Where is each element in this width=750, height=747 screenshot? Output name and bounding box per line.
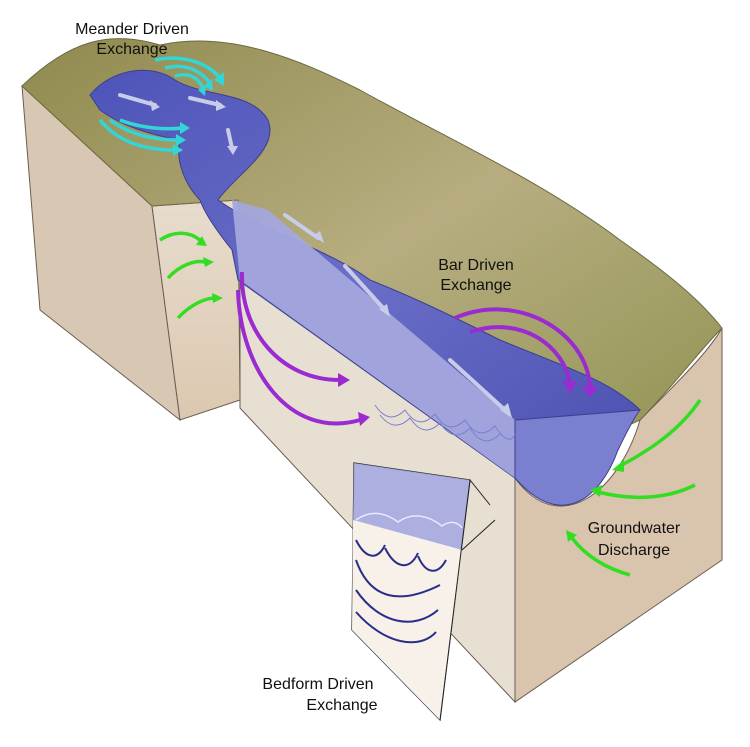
flow-arrow <box>118 93 157 107</box>
groundwater-arrowheads-left <box>196 236 223 303</box>
water-cross-section <box>232 200 515 478</box>
bar-arrowhead <box>562 381 577 393</box>
bar-label-line2: Exchange <box>440 277 511 294</box>
groundwater-arrow <box>159 231 202 242</box>
flow-arrow <box>448 358 507 412</box>
bar-arrow <box>454 307 592 391</box>
bar-arrowheads <box>338 373 598 426</box>
groundwater-arrowhead <box>203 257 214 267</box>
groundwater-arrowhead <box>212 293 223 303</box>
flow-arrow <box>188 96 222 107</box>
meander-label-line2: Exchange <box>96 41 167 58</box>
meander-arrow <box>154 56 222 80</box>
flow-arrow <box>343 264 387 312</box>
groundwater-arrows-left <box>159 231 216 320</box>
bar-arrow <box>239 271 341 382</box>
groundwater-arrow <box>619 399 702 468</box>
meander-arrowhead <box>176 134 186 146</box>
meander-arrow <box>174 73 205 89</box>
flow-arrowhead <box>150 100 160 111</box>
bar-arrowhead <box>582 386 598 398</box>
groundwater-arrowheads-right <box>566 460 624 542</box>
inset-connector <box>461 519 496 551</box>
bar-arrowhead <box>358 412 370 426</box>
inset-connector <box>439 479 471 721</box>
groundwater-arrowhead <box>612 460 624 472</box>
meander-arrowhead <box>214 72 224 86</box>
stream-flow-arrows <box>118 93 507 412</box>
groundwater-arrowhead <box>590 485 602 497</box>
groundwater-arrow <box>166 259 206 280</box>
bedform-inset <box>351 462 496 722</box>
meander-arrowhead <box>180 122 190 134</box>
meander-arrowhead <box>198 85 206 96</box>
meander-arrow <box>108 118 179 142</box>
bar-label-line1: Bar Driven <box>438 257 514 274</box>
bedform-ripples <box>374 404 516 442</box>
flow-arrowhead <box>379 304 390 317</box>
groundwater-label-line1: Groundwater <box>588 520 681 537</box>
groundwater-arrows-right <box>570 399 702 577</box>
inset-connector <box>469 479 491 506</box>
stream-flow-arrowheads <box>150 100 512 418</box>
meander-arrow <box>98 118 176 152</box>
meander-arrow <box>164 64 212 85</box>
groundwater-arrow <box>176 296 216 320</box>
inset-flowpaths <box>355 539 447 644</box>
bar-arrow <box>469 325 572 386</box>
bedform-label-line2: Exchange <box>306 697 377 714</box>
flow-arrowhead <box>227 146 238 155</box>
channel-cross-section-end <box>514 409 642 506</box>
flow-arrow <box>283 213 320 240</box>
meander-arrowheads <box>173 72 224 156</box>
river-surface <box>89 69 641 479</box>
bar-arrow <box>236 289 361 426</box>
bar-arrowhead <box>338 373 350 387</box>
groundwater-arrow <box>570 536 631 577</box>
inset-surface-ripples <box>355 512 463 529</box>
bedform-label-line1: Bedform Driven <box>262 676 373 693</box>
flow-arrowhead <box>500 403 512 418</box>
bar-exchange-arrows <box>236 271 592 426</box>
meander-exchange-arrows <box>98 56 222 152</box>
groundwater-arrowhead <box>566 530 577 542</box>
groundwater-arrow <box>597 483 696 500</box>
groundwater-arrowhead <box>196 236 207 246</box>
meander-arrowhead <box>204 79 213 91</box>
flow-arrow <box>226 128 234 150</box>
inset-water <box>353 463 470 550</box>
meander-arrowhead <box>173 144 183 156</box>
meander-label-line1: Meander Driven <box>75 21 189 38</box>
meander-arrow <box>119 118 183 131</box>
flow-arrowhead <box>216 100 226 111</box>
flow-arrowhead <box>313 231 324 243</box>
groundwater-label-line2: Discharge <box>598 542 670 559</box>
